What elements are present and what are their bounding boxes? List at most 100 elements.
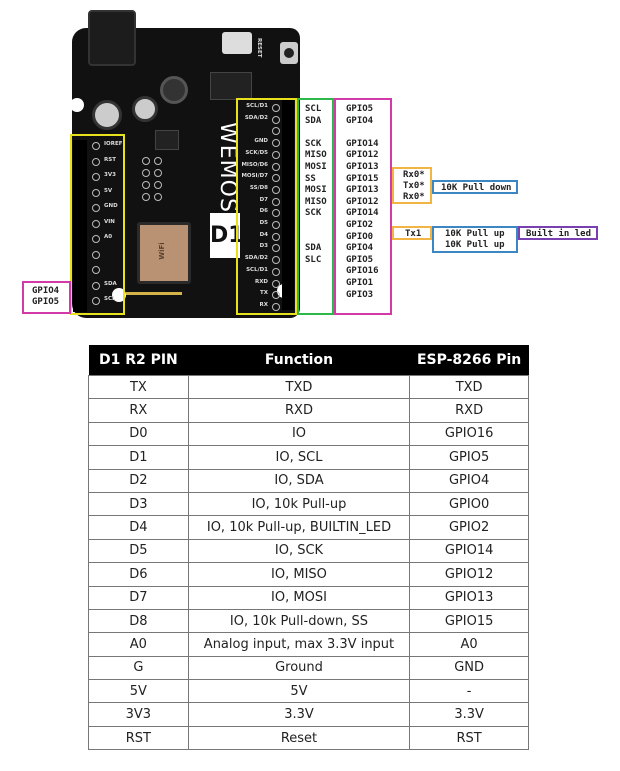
uart-box: Rx0* Tx0* Rx0* <box>392 167 432 204</box>
header-pin-label: SS/D8 <box>249 184 268 191</box>
cell-d1-pin: 5V <box>88 679 189 704</box>
header-pin <box>272 221 280 229</box>
header-pin <box>272 127 280 136</box>
cell-function: Ground <box>187 655 411 681</box>
cell-d1-pin: D6 <box>88 562 189 587</box>
function-label: MOSI <box>305 185 327 196</box>
header-pin <box>92 235 100 243</box>
cell-function: 5V <box>187 679 411 704</box>
header-pin <box>272 174 280 183</box>
reset-button <box>280 42 298 64</box>
cell-esp-pin: GPIO13 <box>409 585 529 610</box>
header-pin <box>92 173 100 181</box>
header-pin <box>272 185 280 194</box>
header-pin <box>272 256 280 265</box>
cell-function: IO, SDA <box>187 468 411 493</box>
cell-esp-pin: GPIO15 <box>409 608 529 634</box>
header-pin-label: SCL <box>104 296 116 302</box>
header-pin-label: RX <box>259 301 268 308</box>
regulator-chip <box>155 130 179 150</box>
header-pin <box>272 267 280 276</box>
header-pin <box>92 281 100 290</box>
usb-serial-chip <box>210 72 252 100</box>
cell-function: IO, MOSI <box>187 585 411 610</box>
cell-d1-pin: D0 <box>88 421 189 447</box>
function-label <box>305 127 327 139</box>
gpio-label: GPIO14 <box>346 208 379 219</box>
cell-esp-pin: - <box>409 679 529 704</box>
header-pin-label: D6 <box>259 208 268 215</box>
header-pin <box>272 302 280 311</box>
header-pin-label: IOREF <box>104 141 123 147</box>
gpio-label: GPIO12 <box>346 196 379 207</box>
header-pin <box>272 104 280 112</box>
pull-up-label: 10K Pull up <box>445 240 505 250</box>
header-pin-label: D4 <box>259 231 268 238</box>
function-label: SLC <box>305 254 322 265</box>
function-label <box>305 278 327 290</box>
header-function: Function <box>188 345 410 376</box>
cell-esp-pin: A0 <box>409 632 529 657</box>
header-pin <box>272 291 280 300</box>
cell-esp-pin: RXD <box>409 398 529 423</box>
header-pin-label: MOSI/D7 <box>241 173 268 180</box>
cell-d1-pin: D5 <box>88 538 189 564</box>
header-pin <box>92 297 100 305</box>
function-label: MOSI <box>305 161 327 172</box>
header-pin <box>272 115 280 124</box>
uart-label: Rx0* <box>403 192 425 202</box>
header-pin-label: MISO/D6 <box>241 161 268 168</box>
header-d1-r2-pin: D1 R2 PIN <box>88 345 189 376</box>
cell-d1-pin: D3 <box>88 491 189 517</box>
cell-function: IO, 10k Pull-down, SS <box>187 608 411 634</box>
cell-function: IO, 10k Pull-up, BUILTIN_LED <box>187 515 411 540</box>
function-label: SCL <box>305 104 322 114</box>
header-pin-label: SDA <box>104 280 117 287</box>
pull-up-label: 10K Pull up <box>445 229 505 239</box>
header-pin <box>92 204 100 212</box>
cell-function: IO <box>187 421 411 447</box>
left-gpio-label: GPIO5 <box>32 297 60 307</box>
header-pin-label: A0 <box>104 234 113 240</box>
cell-function: IO, SCK <box>187 538 411 564</box>
gpio-label: GPIO15 <box>346 173 379 184</box>
header-pin-label: SCL/D1 <box>246 266 268 273</box>
capacitor <box>132 96 158 122</box>
right-header-highlight-box <box>236 98 297 315</box>
header-pin-label: VIN <box>104 218 115 225</box>
capacitor <box>92 100 122 130</box>
gpio-label: GPIO5 <box>346 254 374 265</box>
mounting-hole <box>112 288 126 302</box>
header-pin-label: GND <box>104 203 118 209</box>
function-label: MISO <box>305 150 327 161</box>
header-pin-label: 5V <box>104 187 113 194</box>
cell-esp-pin: RST <box>409 725 529 751</box>
gpio-label: GPIO12 <box>346 150 379 161</box>
usb-port <box>222 32 252 54</box>
left-gpio-label: GPIO4 <box>32 286 60 296</box>
builtin-led-box: Built in led <box>518 226 598 240</box>
header-pin-label: RST <box>104 156 116 163</box>
header-pin <box>92 188 100 197</box>
gpio-label: GPIO13 <box>346 161 379 172</box>
cell-d1-pin: D4 <box>88 515 189 540</box>
left-gpio-box: GPIO4 GPIO5 <box>22 281 71 314</box>
function-label: SDA <box>305 243 322 254</box>
header-pin-label: SDA/D2 <box>244 114 268 121</box>
header-pin-label: 3V3 <box>104 172 116 178</box>
gpio-label: GPIO4 <box>346 243 374 254</box>
header-pin-label: SDA/D2 <box>244 255 268 262</box>
header-pin <box>272 209 280 218</box>
header-pin <box>272 197 280 206</box>
cell-esp-pin: GPIO5 <box>409 445 529 470</box>
